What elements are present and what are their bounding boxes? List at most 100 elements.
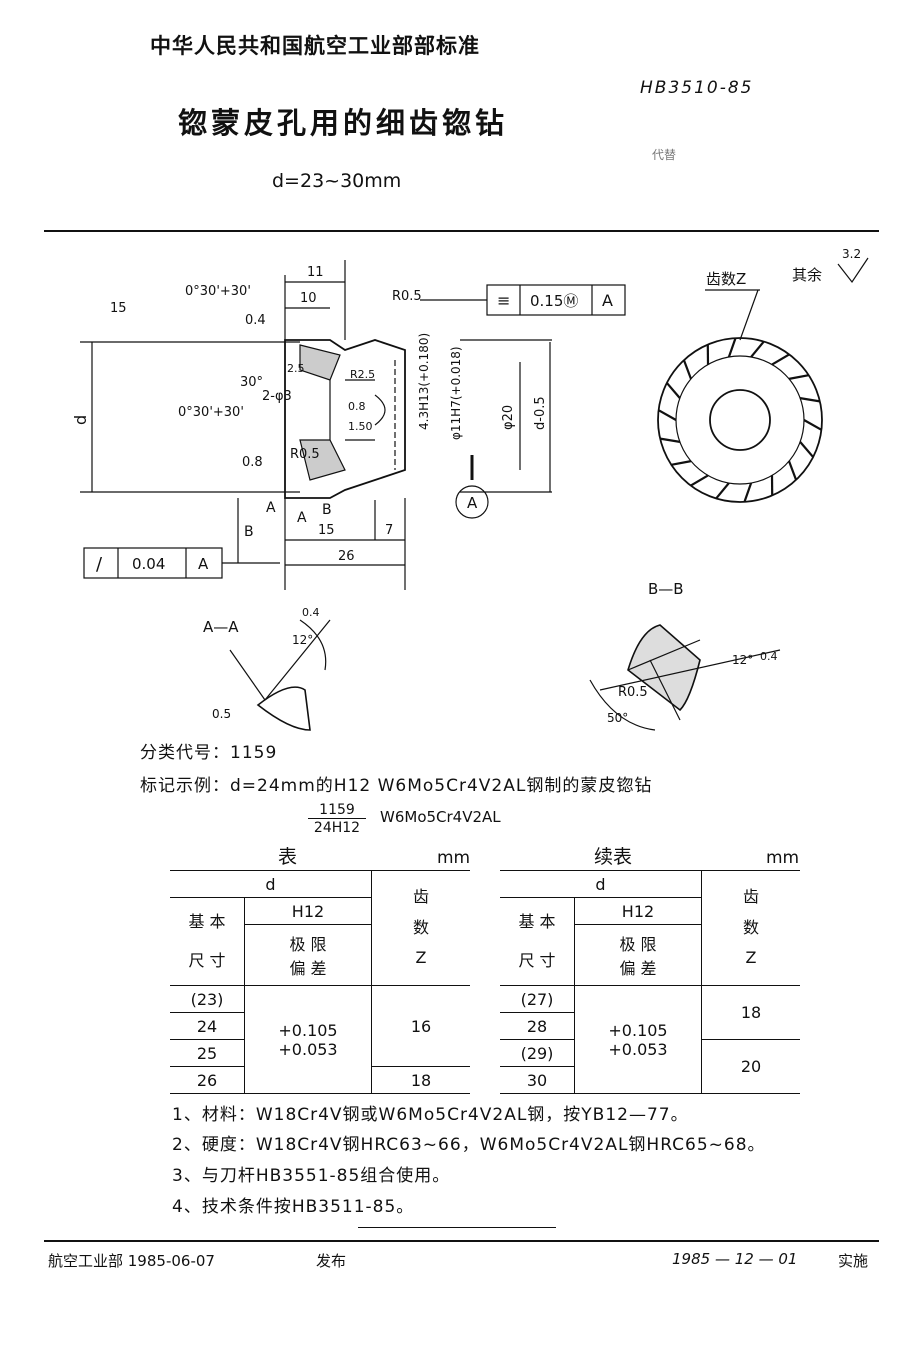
chamfer-08: 0.8	[242, 455, 263, 470]
dim-7: 7	[385, 523, 393, 538]
table-right-header-basic: 基 本尺 寸	[500, 897, 575, 986]
marking-example: 标记示例：d=24mm的H12 W6Mo5Cr4V2AL钢制的蒙皮锪钻	[140, 776, 653, 796]
table-right-header-d: d	[500, 870, 702, 898]
d-minus: d-0.5	[533, 396, 548, 430]
dim-10: 10	[300, 291, 317, 306]
table-row: 26	[170, 1066, 245, 1094]
footer-effective-label: 实施	[838, 1252, 869, 1270]
aa-04: 0.4	[302, 606, 320, 619]
gear-tooth	[799, 397, 821, 403]
runout-value: 0.04	[132, 555, 165, 573]
table-right-header-limit: 极 限偏 差	[574, 924, 702, 986]
runout-symbol: /	[96, 554, 103, 575]
marking-material: W6Mo5Cr4V2AL	[380, 808, 501, 826]
gear-tooth	[671, 460, 692, 466]
bb-04: 0.4	[760, 650, 778, 663]
footer-issued-label: 发布	[316, 1252, 347, 1270]
table-row: 30	[500, 1066, 575, 1094]
marking-fraction-bottom: 24H12	[313, 820, 361, 836]
note-3: 3、与刀杆HB3551-85组合使用。	[172, 1166, 451, 1186]
sec-a-2: A	[297, 510, 307, 526]
gear-tooth	[771, 353, 790, 366]
sec-b-1: B	[322, 502, 332, 518]
gear-tooth	[659, 437, 681, 443]
dim-08: 0.8	[348, 400, 366, 413]
table-left-teeth-18: 18	[371, 1066, 470, 1094]
table-row: (27)	[500, 985, 575, 1013]
note-4: 4、技术条件按HB3511-85。	[172, 1197, 415, 1217]
end-view	[657, 337, 823, 503]
angle-mid: 0°30'+30'	[178, 405, 244, 420]
gear-tooth	[750, 340, 765, 358]
table-left-teeth-16: 16	[371, 985, 470, 1067]
table-right-teeth-20: 20	[701, 1039, 800, 1094]
chamfer-04: 0.4	[245, 313, 266, 328]
sec-a-1: A	[266, 500, 276, 516]
dim-11: 11	[307, 265, 324, 280]
table-left-header-h12: H12	[244, 897, 372, 925]
bb-12: 12°	[732, 653, 753, 667]
gear-tooth	[715, 482, 730, 500]
footer-effective-date: 1985 — 12 — 01	[672, 1250, 798, 1268]
roughness-label: 其余	[792, 266, 822, 284]
runout-datum: A	[198, 555, 209, 573]
bb-title: B—B	[648, 580, 684, 598]
table-right-caption: 续表	[594, 846, 633, 868]
table-right-unit: mm	[766, 848, 800, 868]
phi20: φ20	[501, 405, 516, 430]
marking-fraction-top: 1159	[308, 802, 366, 819]
angle-30: 30°	[240, 375, 263, 390]
teeth-label: 齿数Z	[706, 270, 746, 288]
table-right-deviation: +0.105+0.053	[574, 985, 702, 1094]
aa-12: 12°	[292, 633, 313, 647]
dim-15: 15	[318, 523, 335, 538]
tol-datum: A	[602, 291, 613, 310]
notes-end-rule	[358, 1227, 556, 1228]
table-row: (29)	[500, 1039, 575, 1067]
r25: R2.5	[350, 368, 375, 381]
gear-tooth	[743, 482, 753, 503]
bb-r05: R0.5	[618, 685, 648, 700]
aa-05: 0.5	[212, 707, 231, 721]
gear-tooth	[666, 382, 681, 399]
tol-symbol: ≡	[497, 291, 510, 310]
dim-15-left: 15	[110, 301, 127, 316]
footer-rule	[44, 1240, 879, 1242]
standard-number: HB3510-85	[640, 78, 754, 98]
table-left-header-d: d	[170, 870, 372, 898]
holes: 2-φ3	[262, 389, 292, 404]
header-rule	[44, 230, 879, 232]
note-2: 2、硬度：W18Cr4V钢HRC63~66，W6Mo5Cr4V2AL钢HRC65…	[172, 1135, 766, 1155]
document-title: 锪蒙皮孔用的细齿锪钻	[178, 106, 509, 140]
cross-section	[284, 339, 406, 499]
bb-50: 50°	[607, 711, 628, 725]
h17: φ11H7(+0.018)	[449, 346, 463, 440]
replaces-label: 代替	[652, 148, 677, 162]
d-label: d	[71, 415, 90, 425]
dim-26: 26	[338, 549, 355, 564]
gear-tooth	[787, 460, 798, 481]
h13: 4.3H13(+0.180)	[417, 333, 431, 430]
table-left-unit: mm	[437, 848, 471, 868]
gear-tooth	[727, 337, 737, 358]
technical-drawing: 11 10 15 0°30'+30' R0.5 ≡ 0.15Ⓜ A 0.4 30…	[71, 247, 869, 731]
table-row: 28	[500, 1012, 575, 1040]
footer-issuer: 航空工业部 1985-06-07	[48, 1252, 215, 1270]
table-row: 24	[170, 1012, 245, 1040]
datum-a-circle	[455, 485, 489, 519]
table-left-header-limit: 极 限偏 差	[244, 924, 372, 986]
roughness-value: 3.2	[842, 247, 861, 261]
aa-title: A—A	[203, 618, 239, 636]
gear-tooth	[788, 374, 809, 380]
table-row: 25	[170, 1039, 245, 1067]
gear-tooth	[799, 441, 814, 458]
gear-tooth	[682, 359, 693, 380]
tol-value: 0.15Ⓜ	[530, 292, 578, 310]
chamfer-25: 2.5	[287, 362, 305, 375]
table-right-header-h12: H12	[574, 897, 702, 925]
gear-tooth	[803, 419, 822, 431]
